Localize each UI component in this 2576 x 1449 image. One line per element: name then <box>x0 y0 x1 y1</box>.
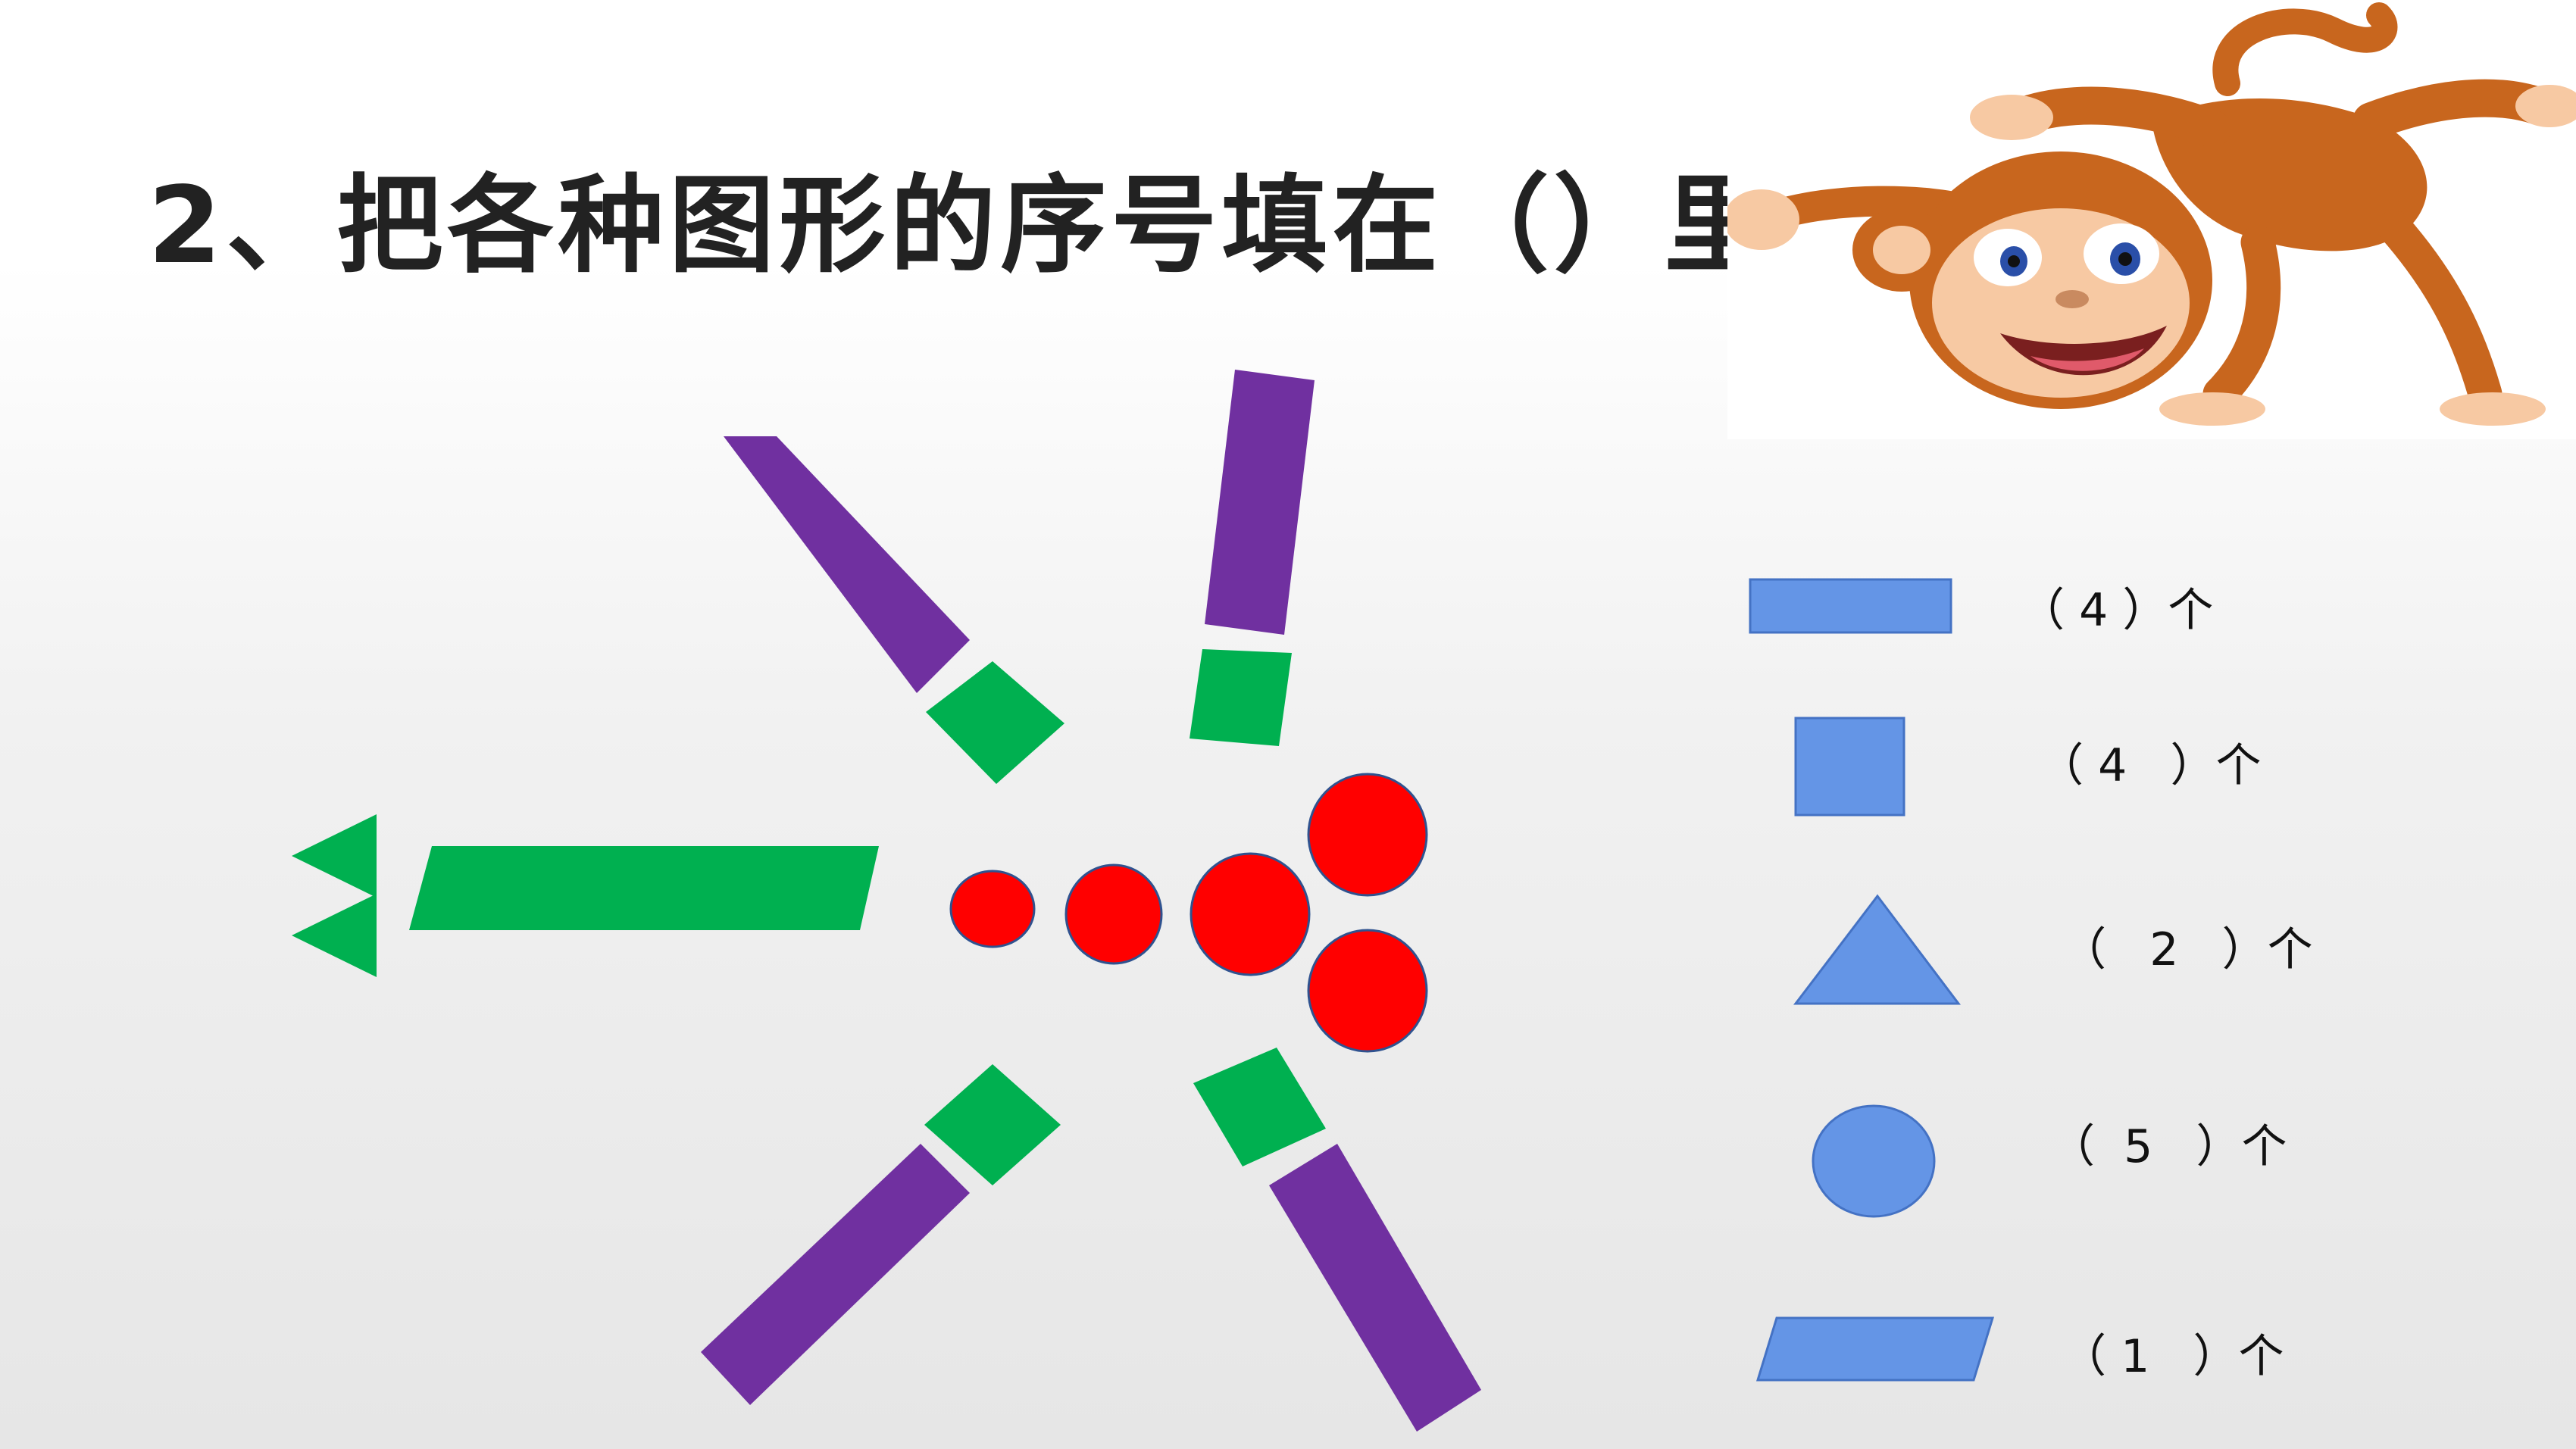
red-circle-1 <box>949 870 1036 948</box>
legend-label-parallelogram: （ 1 ）个 <box>2061 1330 2284 1383</box>
legend-label-rectangle: （ 4 ）个 <box>2019 584 2214 637</box>
purple-rectangle-top-left <box>724 436 970 693</box>
legend-rectangle <box>1749 578 1952 634</box>
green-triangle-upper <box>292 814 377 898</box>
legend-triangle <box>1793 894 1962 1005</box>
legend-label-circle: （ 5 ）个 <box>2049 1120 2287 1173</box>
green-parallelogram <box>409 846 879 930</box>
rocket-figure <box>292 370 1481 1432</box>
purple-rectangle-bottom-right <box>1269 1144 1481 1432</box>
legend-shapes <box>1749 578 1995 1382</box>
legend-circle <box>1812 1104 1936 1218</box>
green-square-bottom-left <box>924 1064 1061 1185</box>
green-square-top <box>1190 649 1292 746</box>
legend-square <box>1794 717 1905 817</box>
monkey-illustration-card <box>1724 0 2576 439</box>
red-circle-4 <box>1307 773 1428 897</box>
red-circle-3 <box>1190 852 1311 976</box>
green-square-top-left <box>926 661 1064 784</box>
legend-label-square: （ 4 ）个 <box>2038 739 2262 792</box>
red-circle-5 <box>1307 929 1428 1053</box>
green-square-bottom-right <box>1193 1048 1326 1166</box>
page-title: 2、把各种图形的序号填在（）里面 <box>148 164 1886 288</box>
purple-rectangle-bottom-left <box>701 1144 970 1405</box>
monkey-illustration <box>1724 2 2576 426</box>
legend-label-triangle: （ 2 ）个 <box>2061 923 2313 976</box>
legend-parallelogram <box>1755 1316 1995 1382</box>
red-circle-2 <box>1064 863 1163 965</box>
green-triangle-lower <box>292 894 377 977</box>
purple-rectangle-top <box>1205 370 1315 635</box>
